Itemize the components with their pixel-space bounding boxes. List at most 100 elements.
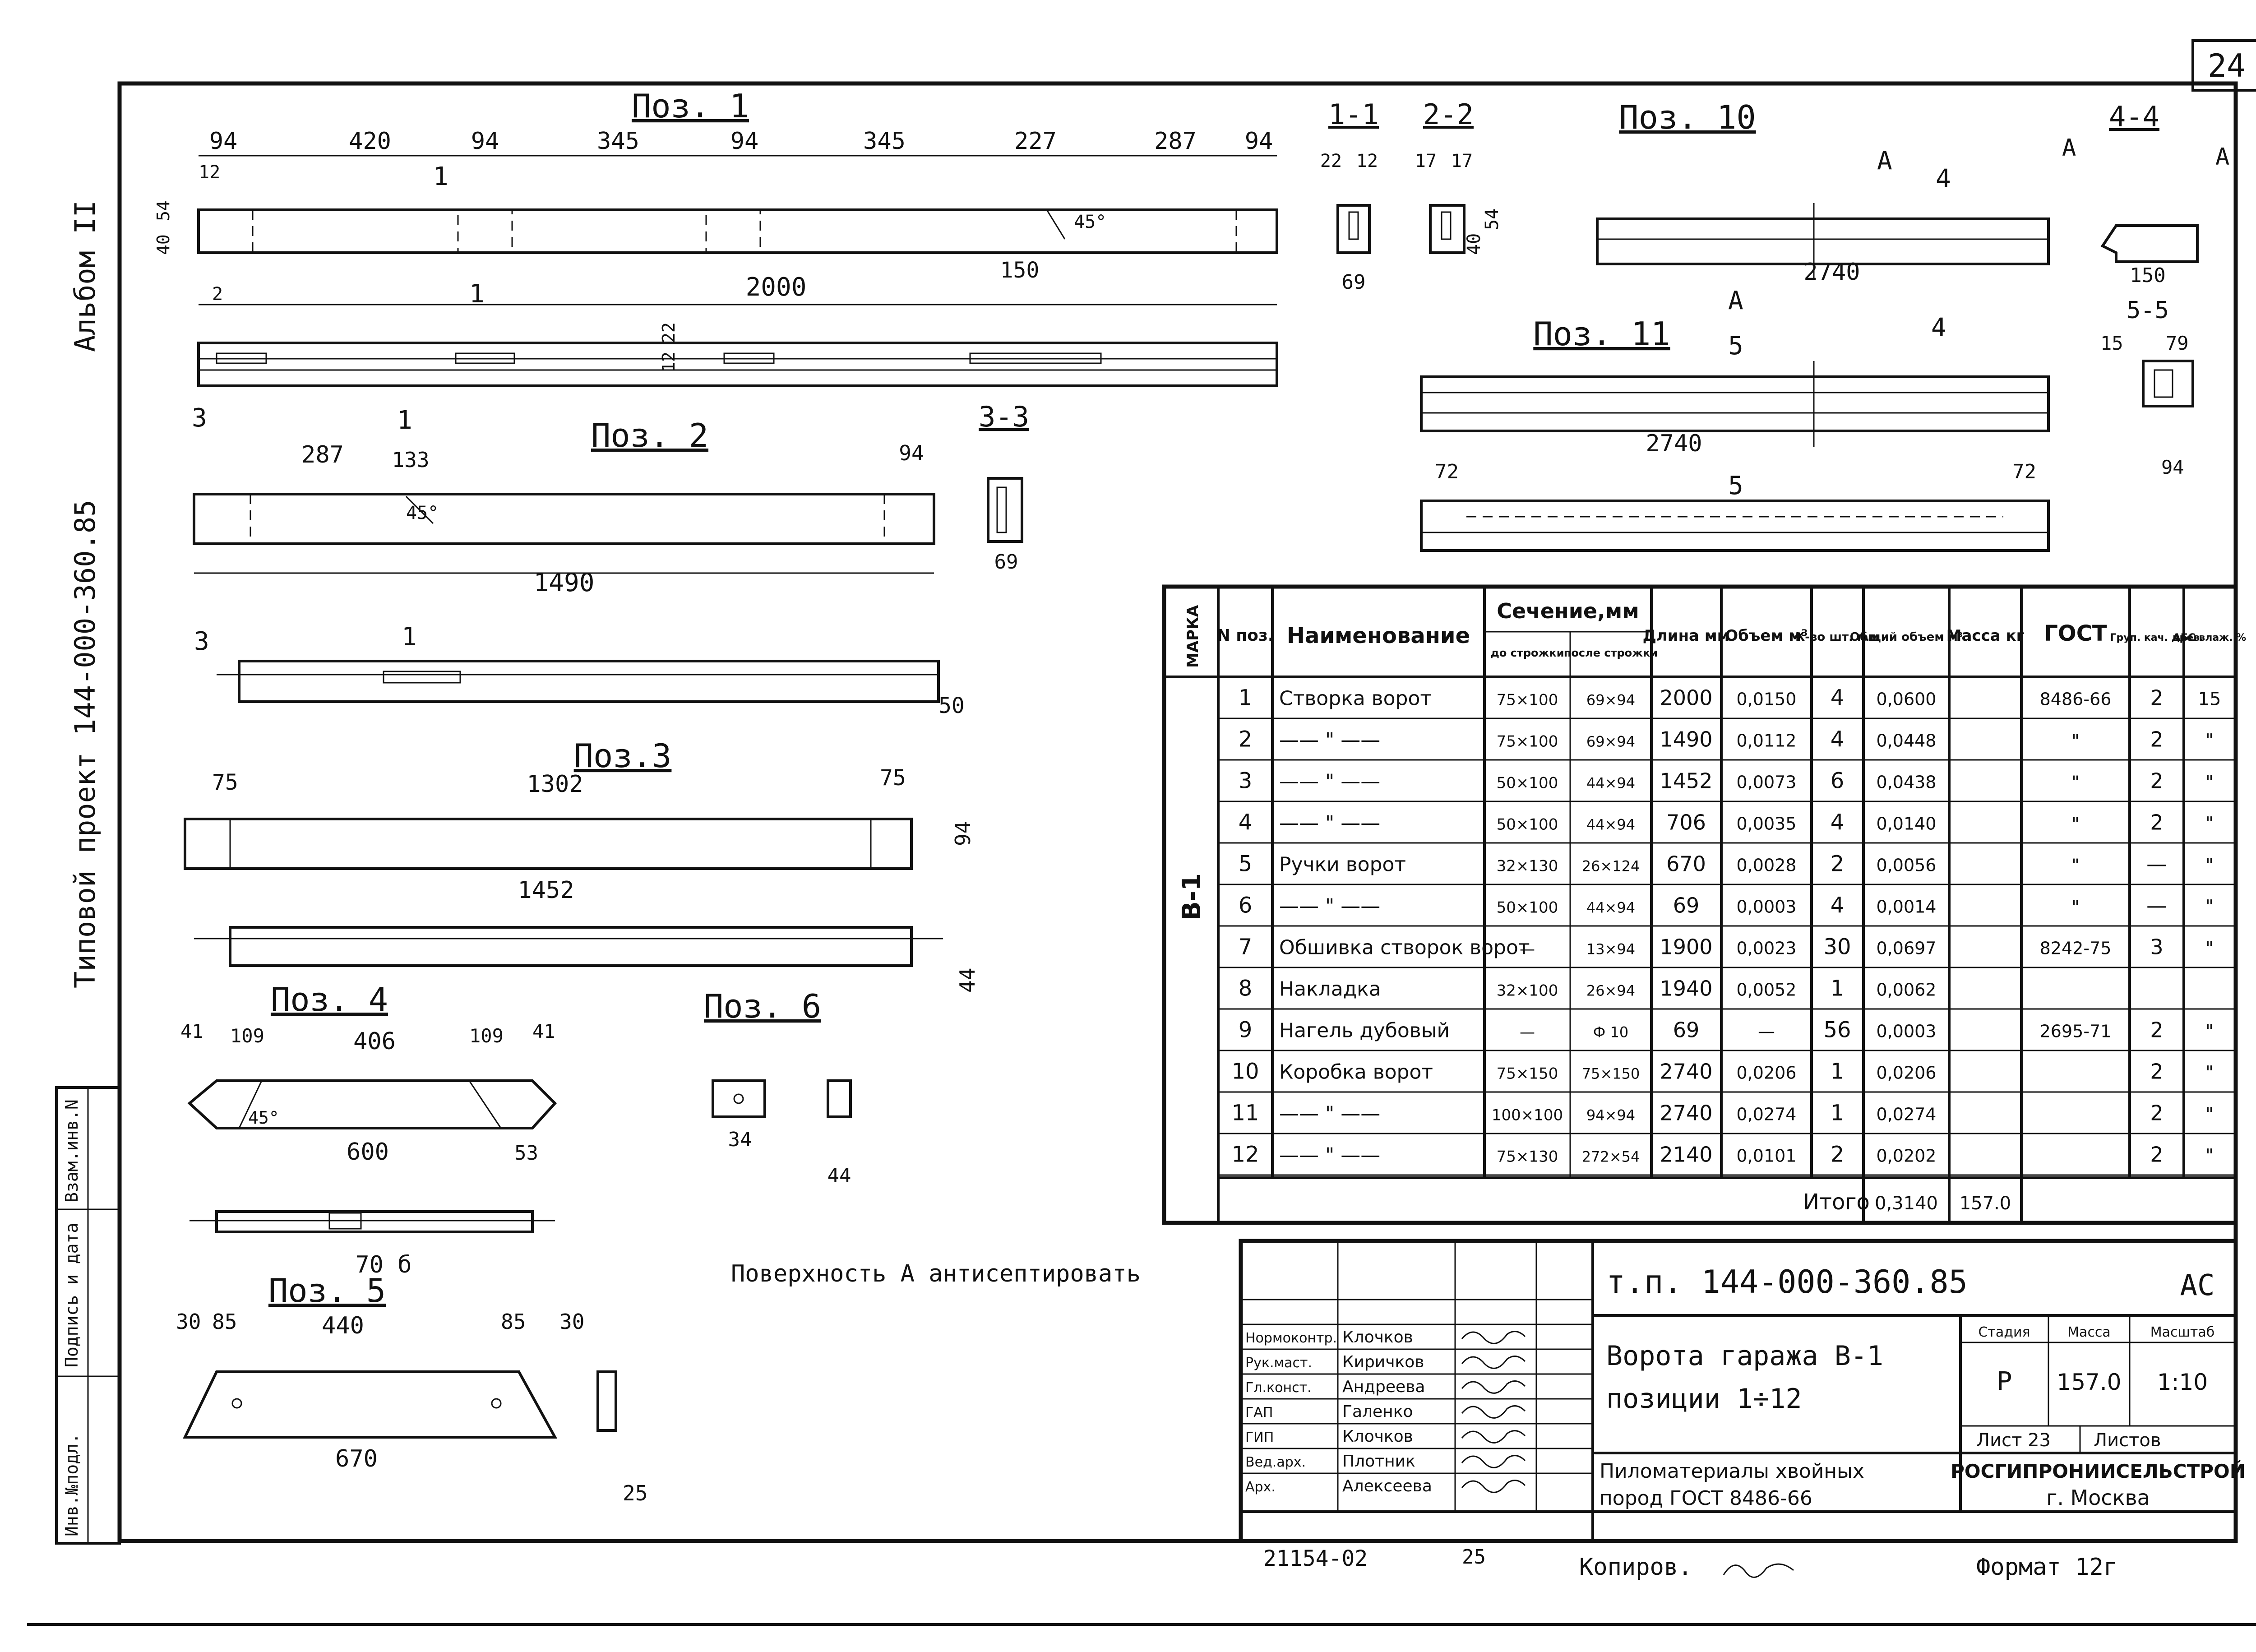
- table-cell-before: 50×100: [1497, 816, 1558, 834]
- svg-text:N поз.: N поз.: [1217, 626, 1274, 645]
- svg-text:Масса: Масса: [2067, 1324, 2111, 1340]
- table-cell-grade: —: [2146, 893, 2167, 918]
- table-cell-total: 0,0056: [1877, 856, 1937, 875]
- table-cell-before: 32×130: [1497, 857, 1558, 875]
- poz1-overall: 2000: [746, 273, 807, 302]
- svg-text:1: 1: [397, 406, 412, 435]
- poz5-drawing: Поз. 5 30 85 440 85 30 670 25: [176, 1272, 647, 1505]
- table-cell-name: Коробка ворот: [1279, 1061, 1433, 1084]
- svg-text:406: 406: [353, 1028, 396, 1055]
- table-cell-len: 2140: [1660, 1143, 1712, 1167]
- table-cell-len: 69: [1673, 1018, 1700, 1042]
- table-cell-gost: 2695-71: [2040, 1022, 2112, 1041]
- table-cell-name: —— " ——: [1279, 812, 1380, 835]
- table-cell-grade: 2: [2150, 1018, 2163, 1042]
- table-cell-before: 100×100: [1492, 1106, 1563, 1124]
- signature-scribble: [1461, 1405, 1526, 1419]
- table-cell-len: 2740: [1660, 1101, 1712, 1125]
- signature-role: Нормоконтр.: [1245, 1330, 1337, 1346]
- total-volume: 0,3140: [1875, 1193, 1938, 1214]
- table-cell-gost: ": [2071, 731, 2079, 751]
- table-cell-vol: 0,0023: [1737, 939, 1797, 958]
- table-cell-vol: 0,0112: [1737, 731, 1797, 751]
- table-cell-len: 1900: [1660, 935, 1712, 959]
- svg-text:69: 69: [1342, 271, 1366, 294]
- table-cell-qty: 4: [1831, 727, 1845, 752]
- svg-text:Лист 23: Лист 23: [1976, 1430, 2051, 1451]
- poz10-drawing: Поз. 10 A 4 2740 A 4: [1596, 98, 2050, 342]
- table-cell-after: 75×150: [1582, 1065, 1640, 1083]
- table-cell-moist: ": [2205, 855, 2214, 876]
- svg-text:54: 54: [153, 200, 173, 221]
- svg-text:Поз. 10: Поз. 10: [1619, 98, 1756, 136]
- svg-text:41: 41: [180, 1020, 203, 1042]
- table-cell-qty: 2: [1831, 851, 1845, 877]
- svg-text:53: 53: [514, 1142, 538, 1165]
- table-cell-qty: 56: [1823, 1018, 1851, 1043]
- table-cell-total: 0,0697: [1877, 939, 1937, 958]
- total-label: Итого: [1803, 1189, 1870, 1215]
- table-cell-len: 670: [1666, 852, 1706, 876]
- poz3-drawing: Поз.3 75 1302 75 94 1452 44: [184, 737, 980, 993]
- table-cell-total: 0,0062: [1877, 980, 1937, 1000]
- table-cell-moist: 15: [2198, 689, 2221, 710]
- poz2-drawing: Поз. 2 3 287 1 133 94 45° 1490 3 1 50: [192, 403, 965, 718]
- table-cell-after: 44×94: [1586, 775, 1635, 792]
- table-cell-len: 69: [1673, 893, 1700, 918]
- svg-text:Поз. 4: Поз. 4: [271, 981, 388, 1018]
- sheet-frame: [117, 81, 2238, 1543]
- section-4-4: 4-4 150 5-5 A A: [2062, 100, 2229, 324]
- svg-text:Поз. 11: Поз. 11: [1533, 315, 1670, 353]
- svg-text:1452: 1452: [518, 877, 574, 904]
- poz4-drawing: Поз. 4 41 109 406 109 41 45° 600 53 70 б: [180, 981, 557, 1278]
- table-cell-qty: 2: [1831, 1142, 1845, 1167]
- svg-text:5: 5: [1728, 331, 1743, 361]
- archive-sheet: 25: [1462, 1546, 1486, 1569]
- svg-text:A: A: [2062, 134, 2076, 162]
- svg-text:227: 227: [1014, 128, 1057, 155]
- svg-text:79: 79: [2166, 332, 2189, 354]
- svg-text:Поз.3: Поз.3: [574, 737, 672, 775]
- table-cell-name: Обшивка створок ворот: [1279, 936, 1530, 959]
- page-number-box: [2191, 39, 2256, 92]
- svg-text:94: 94: [209, 128, 238, 155]
- svg-text:1: 1: [469, 279, 485, 309]
- svg-text:287: 287: [1154, 128, 1197, 155]
- copier-label: Копиров.: [1579, 1554, 1692, 1581]
- svg-text:4: 4: [1931, 313, 1946, 342]
- table-cell-after: Ф 10: [1593, 1024, 1628, 1041]
- svg-text:94: 94: [951, 821, 975, 846]
- table-cell-qty: 1: [1831, 1059, 1845, 1084]
- table-cell-after: 26×94: [1586, 982, 1635, 1000]
- svg-text:150: 150: [1000, 258, 1040, 283]
- archive-no: 21154-02: [1263, 1546, 1368, 1571]
- svg-text:30: 30: [176, 1310, 201, 1334]
- svg-text:до строжки: до строжки: [1490, 647, 1564, 659]
- svg-text:25: 25: [623, 1481, 647, 1505]
- table-cell-grade: 2: [2150, 686, 2163, 710]
- svg-text:АБС влаж. %: АБС влаж. %: [2173, 632, 2246, 643]
- table-cell-total: 0,0003: [1877, 1022, 1937, 1041]
- section-1-1: 1-1 22 12 69: [1320, 98, 1379, 294]
- poz6-drawing: Поз. 6 34 44: [704, 987, 852, 1187]
- signature-scribble: [1461, 1455, 1526, 1468]
- svg-text:12: 12: [199, 162, 220, 183]
- table-cell-poz: 11: [1231, 1101, 1259, 1126]
- table-cell-poz: 4: [1239, 810, 1253, 835]
- svg-text:после строжки: после строжки: [1564, 647, 1658, 659]
- tp-code: т.п. 144-000-360.85: [1606, 1263, 1968, 1300]
- table-cell-vol: 0,0101: [1737, 1146, 1797, 1166]
- svg-text:5: 5: [1728, 471, 1743, 500]
- signature-name: Андреева: [1342, 1378, 1425, 1396]
- svg-text:45°: 45°: [248, 1108, 279, 1128]
- svg-text:Масштаб: Масштаб: [2150, 1324, 2215, 1340]
- signature-role: Арх.: [1245, 1479, 1276, 1495]
- table-cell-before: 32×100: [1497, 982, 1558, 1000]
- svg-text:2740: 2740: [1803, 259, 1860, 286]
- title-line1: Ворота гаража В-1: [1606, 1340, 1883, 1372]
- svg-text:75: 75: [212, 770, 238, 795]
- svg-text:109: 109: [469, 1025, 504, 1047]
- table-cell-name: —— " ——: [1279, 895, 1380, 918]
- table-cell-vol: 0,0028: [1737, 856, 1797, 875]
- svg-text:22: 22: [659, 322, 679, 343]
